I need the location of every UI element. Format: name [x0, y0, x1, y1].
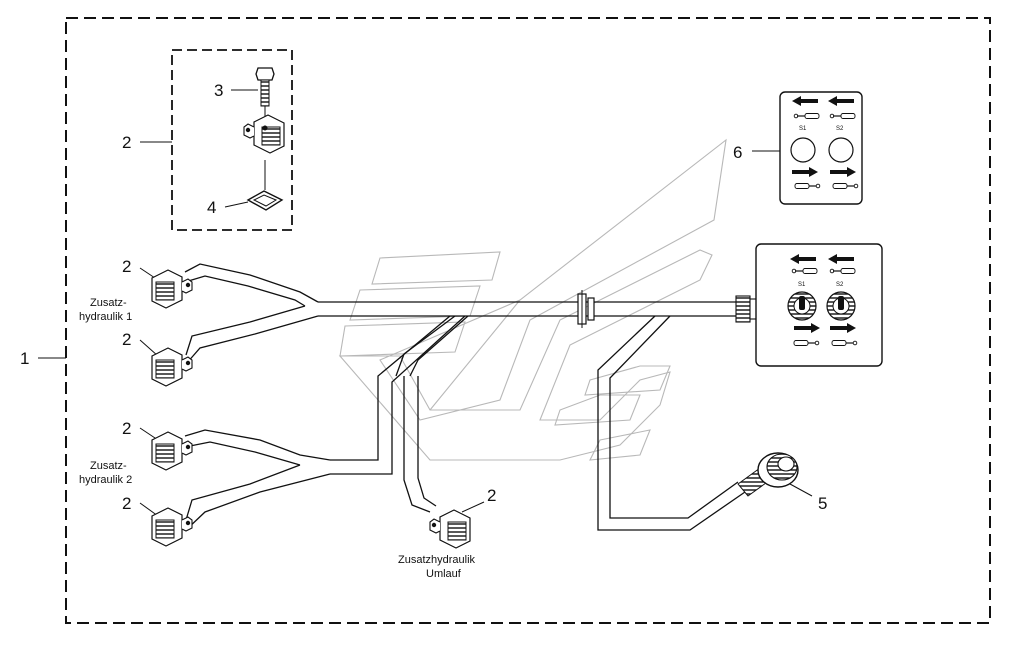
switch-panel [755, 243, 883, 367]
label-plate-s1: S1 [799, 126, 807, 132]
callout-2-b: 2 [122, 330, 131, 349]
switch-label-plate [779, 91, 863, 205]
switch-panel-s1: S1 [798, 282, 806, 288]
tractor-fender-ghost [338, 138, 727, 461]
label-plate-s2: S2 [836, 126, 844, 132]
callout-2-c: 2 [122, 419, 131, 438]
callout-1: 1 [20, 349, 29, 368]
caption-zusatzhydraulik-1-line2: hydraulik 1 [79, 311, 132, 323]
callout-2-e: 2 [487, 486, 496, 505]
plug-connector-icon [151, 431, 193, 471]
caption-zusatzhydraulik-2-line2: hydraulik 2 [79, 474, 132, 486]
caption-zusatzhydraulik-2-line1: Zusatz- [90, 460, 127, 472]
callout-3: 3 [214, 81, 223, 100]
plug-kit-frame [171, 49, 293, 231]
plug-connector-icon [429, 509, 471, 549]
callout-5: 5 [818, 494, 827, 513]
plug-connector-icon [151, 269, 193, 309]
callout-2-kit: 2 [122, 133, 131, 152]
assembly-frame [65, 17, 991, 624]
callout-2-d: 2 [122, 494, 131, 513]
callout-6: 6 [733, 143, 742, 162]
toggle-switch-s2 [826, 291, 856, 321]
switch-panel-s2: S2 [836, 282, 844, 288]
coupling-socket-icon [737, 452, 799, 497]
screw-icon [255, 67, 275, 122]
seal-gasket-icon [246, 190, 284, 211]
plug-connector-icon [151, 507, 193, 547]
harness-wires [184, 263, 763, 531]
toggle-switch-s1 [787, 291, 817, 321]
callout-4: 4 [207, 198, 216, 217]
callout-2-a: 2 [122, 257, 131, 276]
caption-zusatzhydraulik-1-line1: Zusatz- [90, 297, 127, 309]
caption-umlauf-line1: Zusatzhydraulik [398, 554, 476, 566]
caption-umlauf-line2: Umlauf [426, 568, 462, 580]
plug-connector-kit-icon [243, 114, 285, 154]
